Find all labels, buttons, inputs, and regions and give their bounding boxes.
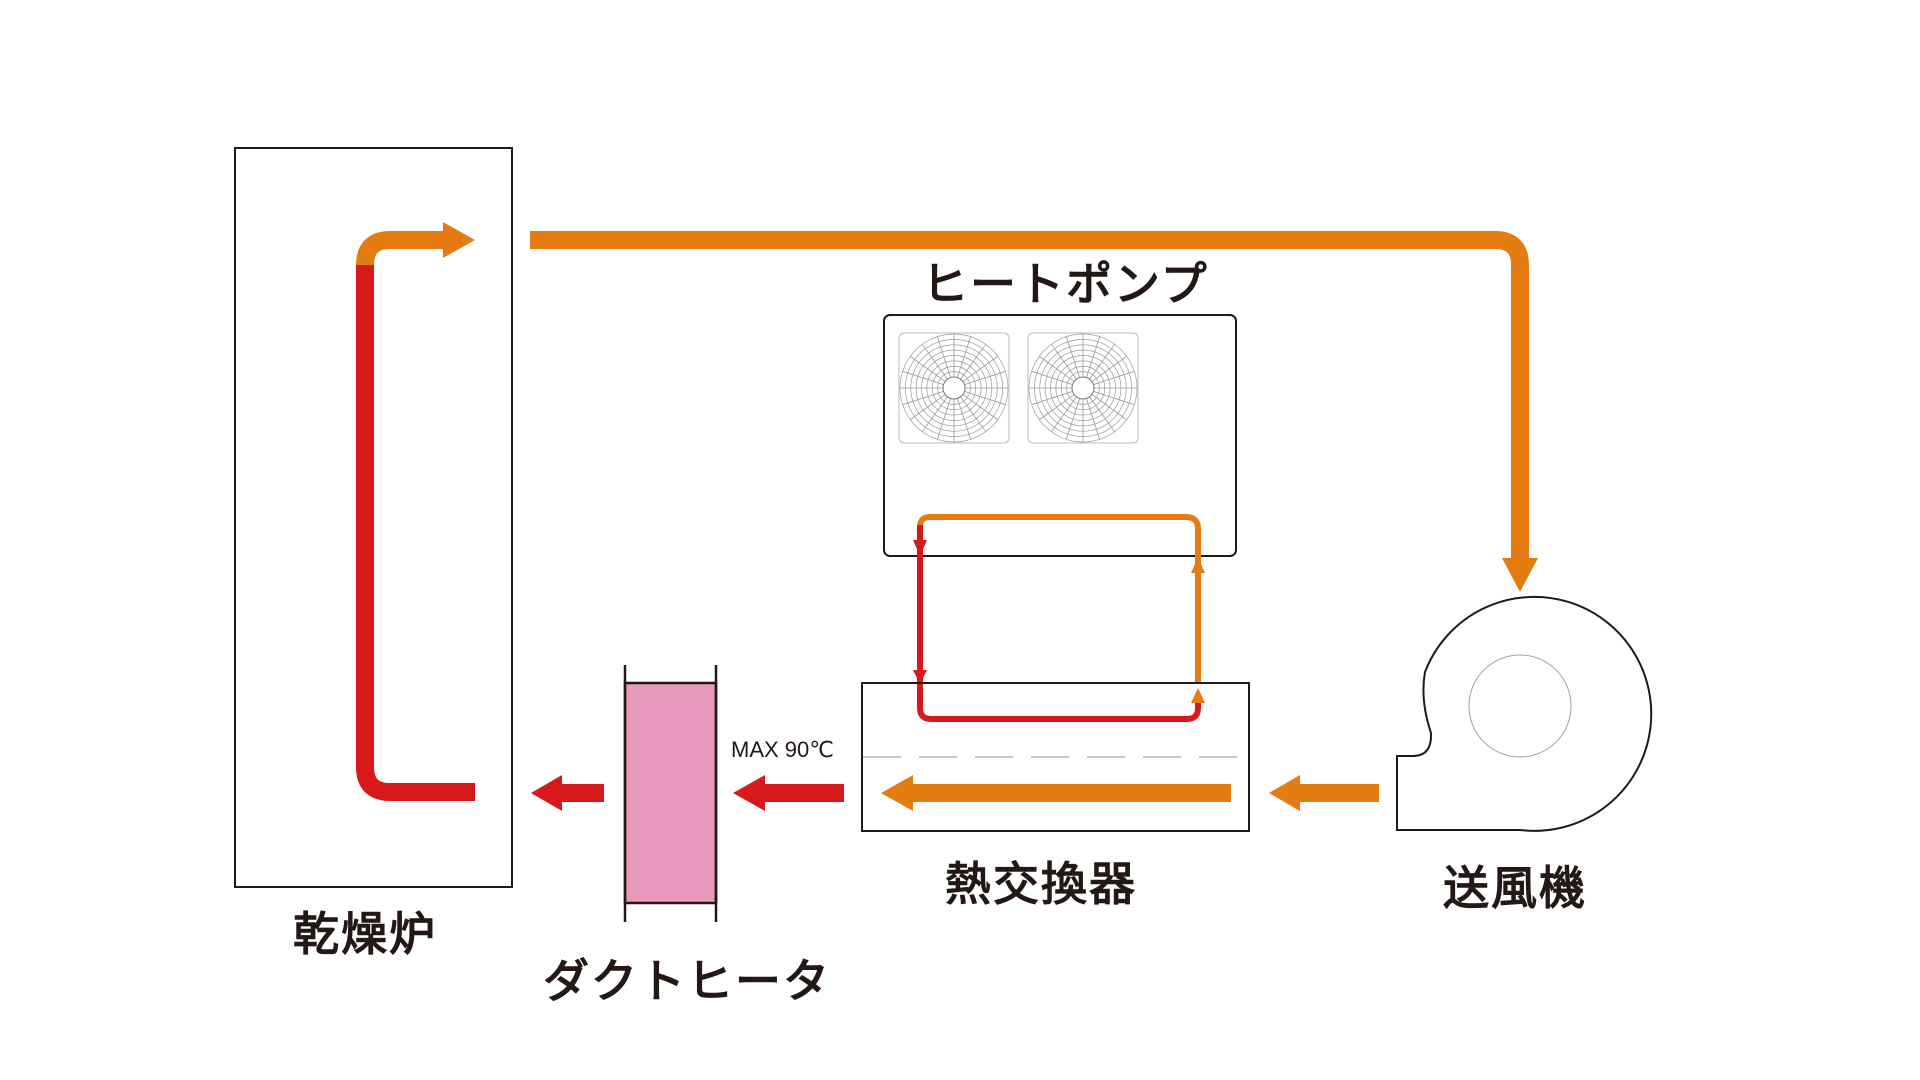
centrifugal-blower-icon [1396,595,1653,832]
refrigerant-arrow-up-2 [1191,688,1205,703]
fan-spoke [960,344,987,380]
duct-heater-label: ダクトヒータ [543,954,831,1008]
refrigerant-loop-hot [917,525,1201,722]
drying-oven-box [234,147,513,888]
fan-spoke [1031,370,1073,385]
heat-exchanger-label: 熱交換器 [945,857,1137,911]
fan-grille-icon [898,332,1010,444]
fan-spoke [1086,398,1101,440]
exchanger-to-heater-arrow [733,775,844,811]
fan-spoke [1091,355,1127,382]
fan-spoke [962,355,998,382]
fan-spoke [902,370,944,385]
fan-spoke [1050,344,1077,380]
fan-grille-icon [1027,332,1139,444]
fan-spoke [1031,391,1073,406]
duct-heater-element [623,681,718,905]
refrigerant-arrow-up-1 [1191,557,1205,573]
fan-spoke [1089,396,1116,432]
return-duct [530,231,1529,560]
fan-spoke [964,370,1006,385]
fan-spoke [921,344,948,380]
fan-frame [898,332,1010,444]
fan-hub [942,376,966,400]
fan-frame [1027,332,1139,444]
fan-spoke [936,398,951,440]
fan-spoke [1039,394,1075,421]
fan-spoke [1039,355,1075,382]
fan-spoke [1093,370,1135,385]
fan-spoke [962,394,998,421]
fan-spoke [1065,336,1080,378]
blower-to-exchanger-arrow [1269,775,1379,811]
fan-spoke [902,391,944,406]
max-temperature-label: MAX 90℃ [731,737,834,762]
blower-impeller-icon [1468,654,1572,758]
fan-spoke [921,396,948,432]
oven-outlet-arrowhead [443,222,475,258]
oven-warm-air-path [356,231,445,266]
oven-hot-air-path [356,265,475,801]
fan-spoke [1089,344,1116,380]
fan-spoke [1050,396,1077,432]
refrigerant-arrow-down-1 [913,540,927,556]
heat-pump-label: ヒートポンプ [922,257,1209,311]
fan-spoke [1065,398,1080,440]
fan-spoke [957,336,972,378]
fan-spoke [960,396,987,432]
heat-pump-unit [883,314,1237,557]
fan-spoke [1093,391,1135,406]
return-duct-arrowhead [1502,558,1538,592]
blower-label: 送風機 [1443,861,1587,915]
heater-to-oven-arrow [531,775,604,811]
fan-spoke [910,394,946,421]
drying-oven-label: 乾燥炉 [293,907,437,961]
refrigerant-arrow-down-2 [913,670,927,684]
fan-spoke [910,355,946,382]
fan-spoke [957,398,972,440]
fan-spoke [936,336,951,378]
fan-spoke [1086,336,1101,378]
refrigerant-loop-warm [917,514,1201,684]
heat-exchanger-box [861,682,1250,832]
heat-exchanger-air-arrow [881,775,1231,811]
fan-spoke [964,391,1006,406]
fan-spoke [1091,394,1127,421]
fan-hub [1071,376,1095,400]
